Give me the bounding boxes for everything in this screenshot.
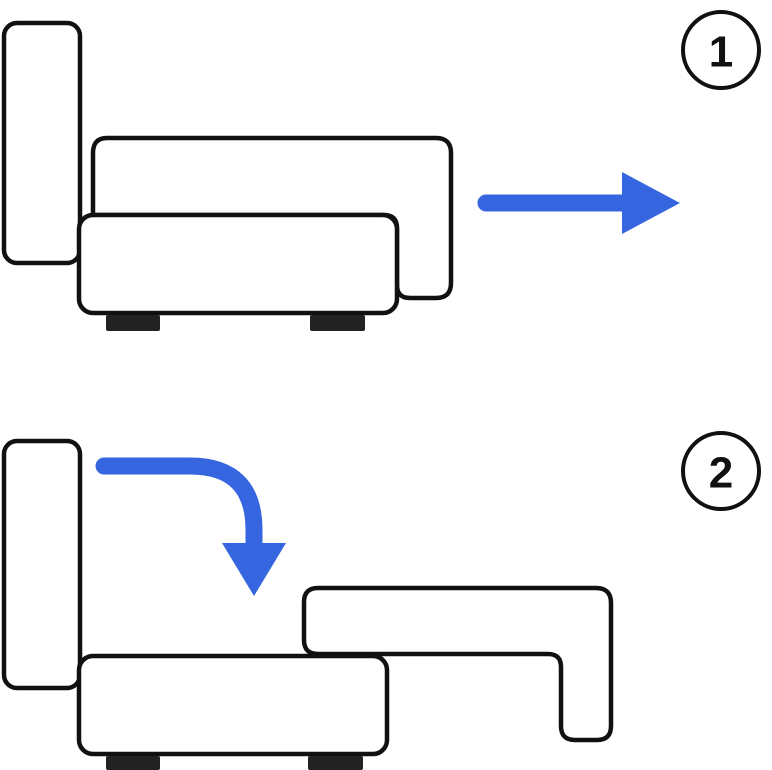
seat-base xyxy=(76,653,390,757)
sofa-frame-upper xyxy=(90,135,454,301)
step-2: 2 xyxy=(1,431,761,770)
step-number-badge-2: 2 xyxy=(681,431,761,511)
step-number-1: 1 xyxy=(709,28,733,77)
step-number-2: 2 xyxy=(709,449,733,498)
sofa-foot-left xyxy=(106,315,160,331)
step-number-badge-1: 1 xyxy=(681,10,761,90)
seat-base xyxy=(76,212,400,316)
sofa-foot-right xyxy=(308,756,363,770)
backrest-cushion xyxy=(1,438,83,691)
straight-right-arrow xyxy=(477,172,680,234)
backrest-cushion xyxy=(1,20,83,266)
step-1: 1 xyxy=(1,10,761,331)
curved-down-arrow xyxy=(95,457,286,596)
sofa-foot-left xyxy=(106,756,160,770)
sofa-frame-unfolded xyxy=(301,585,614,743)
sofa-foot-right xyxy=(310,315,365,331)
